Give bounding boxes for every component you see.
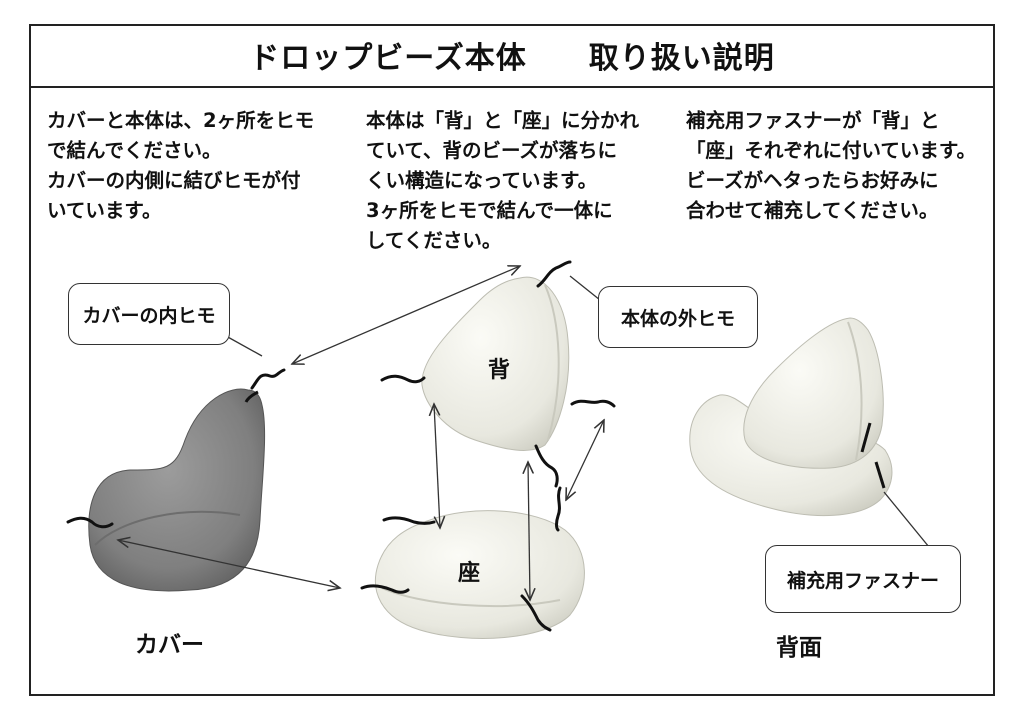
instruction-line: カバーと本体は、2ヶ所をヒモ xyxy=(47,109,315,132)
cover-caption: カバー xyxy=(135,632,204,658)
page-frame xyxy=(29,24,995,696)
callout-refill-zipper: 補充用ファスナー xyxy=(765,545,961,613)
instruction-line: カバーの内側に結びヒモが付 xyxy=(47,169,301,192)
instruction-zipper: 補充用ファスナーが「背」と 「座」それぞれに付いています。 ビーズがヘタったらお… xyxy=(686,106,976,226)
instruction-line: 3ヶ所をヒモで結んで一体に xyxy=(366,199,613,222)
instruction-line: くい構造になっています。 xyxy=(366,169,598,192)
instruction-line: ていて、背のビーズが落ちに xyxy=(366,139,617,162)
instruction-cover: カバーと本体は、2ヶ所をヒモ で結んでください。 カバーの内側に結びヒモが付 い… xyxy=(47,106,314,226)
instruction-line: してください。 xyxy=(366,229,502,252)
cover-strings xyxy=(66,368,286,529)
page-title: ドロップビーズ本体 取り扱い説明 xyxy=(29,24,995,88)
instruction-line: ビーズがヘタったらお好みに xyxy=(686,169,939,192)
cover-image xyxy=(88,388,266,592)
instruction-line: 補充用ファスナーが「背」と xyxy=(686,109,940,132)
instruction-line: 本体は「背」と「座」に分かれ xyxy=(366,109,640,132)
callout-cover-inner-string: カバーの内ヒモ xyxy=(68,283,230,345)
rear-view-image xyxy=(689,317,893,516)
instruction-line: で結んでください。 xyxy=(47,139,222,162)
instruction-line: いています。 xyxy=(47,199,162,222)
rear-view-caption: 背面 xyxy=(776,635,822,661)
instruction-line: 「座」それぞれに付いています。 xyxy=(686,139,976,162)
body-strings xyxy=(360,260,616,632)
connector-arrows xyxy=(118,266,604,600)
seat-part-label: 座 xyxy=(458,561,481,586)
back-part-label: 背 xyxy=(488,358,511,383)
instruction-body: 本体は「背」と「座」に分かれ ていて、背のビーズが落ちに くい構造になっています… xyxy=(366,106,639,256)
instruction-line: 合わせて補充してください。 xyxy=(686,199,939,222)
callout-body-outer-string: 本体の外ヒモ xyxy=(598,286,758,348)
